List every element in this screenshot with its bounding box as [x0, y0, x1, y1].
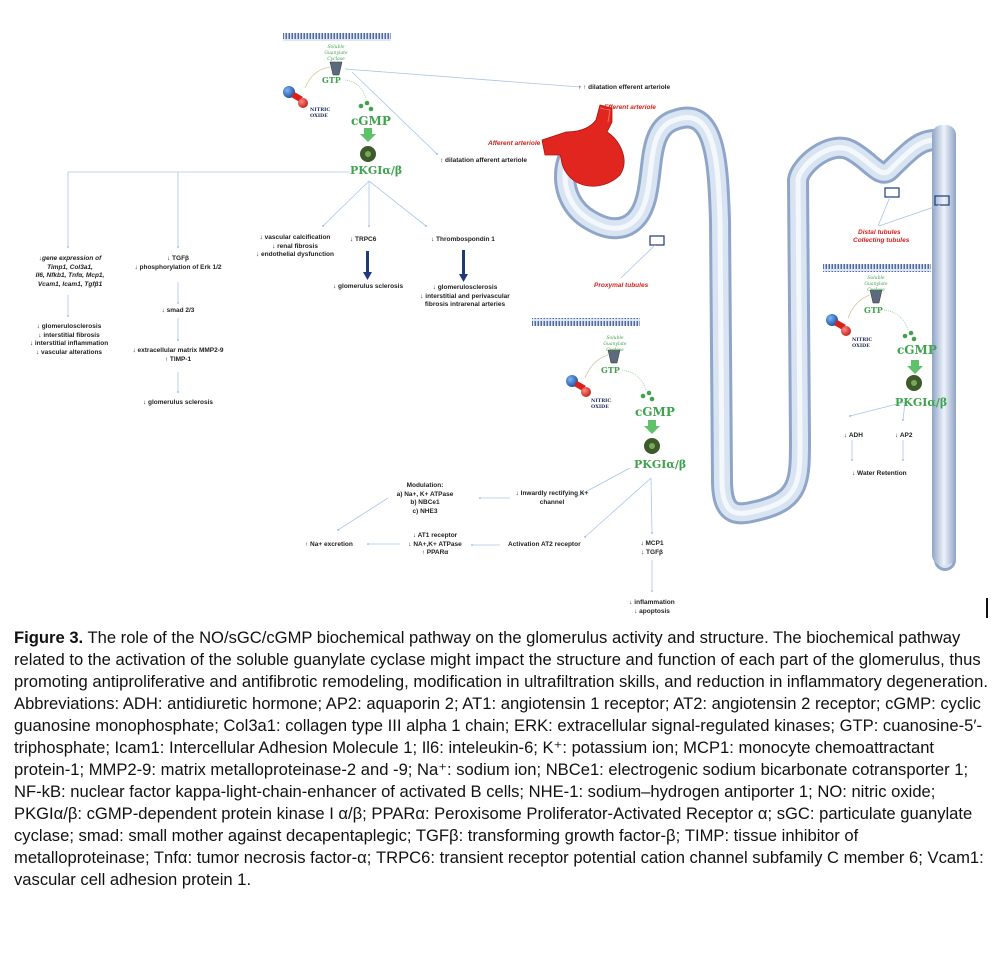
smad-label: ↓ smad 2/3: [161, 307, 195, 314]
proximal-module-graphics: [566, 349, 660, 454]
thrombospondin-label: ↓ Thrombospondin 1: [431, 236, 495, 243]
distal-module-graphics: [826, 289, 923, 391]
gtp-label: GTP: [601, 365, 620, 375]
membrane-distal: [823, 264, 931, 272]
cgmp-label: cGMP: [897, 343, 937, 357]
thick-arrows: [363, 250, 468, 282]
nitric-oxide-label: NITRIC OXIDE: [852, 337, 873, 349]
dilatation-efferent-label: ↑ ↑ dilatation efferent arteriole: [578, 84, 671, 91]
sgc-label: Soluble Guanylate Cyclase: [324, 45, 348, 62]
caption-label: Figure 3.: [14, 628, 84, 647]
mcp1-tgf-text: ↓ MCP1 ↓ TGFβ: [640, 540, 664, 556]
nitric-oxide-label: NITRIC OXIDE: [591, 398, 612, 410]
arrow-down-icon: [459, 274, 468, 282]
text-cursor: [986, 598, 988, 618]
efferent-arteriole-label: Efferent arteriole: [604, 104, 656, 111]
pkg-label: PKGIα/β: [634, 458, 687, 471]
cgmp-dots-icon: [358, 103, 364, 109]
nephron-tubule: [554, 106, 956, 571]
adh-label: ↓ ADH: [844, 432, 863, 439]
dilatation-afferent-label: ↑ dilatation afferent arteriole: [440, 157, 528, 164]
arrow-down-icon: [363, 272, 372, 280]
trpc6-outcome-label: ↓ glomerulus sclerosis: [333, 283, 404, 290]
at1-text: ↓ AT1 receptor ↓ NA+,K+ ATPase ↑ PPARα: [408, 532, 462, 557]
afferent-arteriole-label: Afferent arteriole: [488, 140, 541, 147]
membrane-proximal: [532, 318, 640, 326]
gene-outcomes-text: ↓ glomerulosclerosis ↓ interstitial fibr…: [29, 323, 109, 356]
ecm-text: ↓ extracellular matrix MMP2-9 ↑ TIMP-1: [132, 347, 224, 363]
gtp-label: GTP: [322, 75, 341, 85]
pathway-figure: Soluble Guanylate Cyclase GTP NITRIC OXI…: [29, 33, 956, 615]
inflammation-apoptosis-text: ↓ inflammation ↓ apoptosis: [629, 599, 675, 615]
caption-text: The role of the NO/sGC/cGMP biochemical …: [14, 628, 988, 889]
water-retention-label: ↓ Water Retention: [852, 470, 907, 477]
figure-caption: Figure 3. The role of the NO/sGC/cGMP bi…: [14, 627, 990, 891]
gene-expression-text: ↓gene expression of Timp1, Col3a1, Il6, …: [35, 255, 105, 288]
glomerulus-arterioles: [541, 104, 625, 187]
callout-line: [878, 204, 941, 227]
callout-line: [877, 196, 891, 227]
modulation-text: Modulation: a) Na+, K+ ATPase b) NBCe1 c…: [396, 482, 454, 515]
trpc6-label: ↓ TRPC6: [350, 236, 377, 243]
connector-lines: [67, 68, 906, 592]
na-excretion-label: ↑ Na+ excretion: [305, 541, 353, 548]
membrane-top: [283, 33, 391, 41]
down-arrow-icon: [360, 128, 376, 142]
inward-k-channel-text: ↓ Inwardly rectifying K+ channel: [515, 490, 589, 506]
figure-graphics: [67, 33, 956, 592]
gtp-label: GTP: [864, 305, 883, 315]
top-module-graphics: [283, 61, 376, 162]
cgmp-label: cGMP: [351, 114, 391, 128]
at2-label: Activation AT2 receptor: [508, 541, 581, 548]
sgc-label: Soluble Guanylate Cyclase: [603, 336, 627, 353]
callout-box-proximal: [649, 235, 665, 246]
callout-line: [620, 244, 656, 279]
sgc-icon: [329, 61, 343, 76]
glomerulus-sclerosis-label: ↓ glomerulus sclerosis: [142, 399, 214, 406]
vascular-text: ↓ vascular calcification ↓ renal fibrosi…: [255, 234, 334, 259]
ap2-label: ↓ AP2: [895, 432, 913, 439]
distal-tubules-label: Distal tubules: [858, 229, 901, 236]
nitric-oxide-icon: [283, 86, 295, 98]
nitric-oxide-label: NITRIC OXIDE: [310, 107, 331, 119]
pkg-label: PKGIα/β: [895, 396, 948, 409]
cgmp-label: cGMP: [635, 405, 675, 419]
collecting-tubules-label: Collecting tubules: [853, 237, 910, 244]
callout-box-distal: [884, 187, 900, 198]
thrombospondin-outcomes: ↓ glomerulosclerosis ↓ interstitial and …: [420, 284, 510, 309]
callout-box-collecting: [934, 195, 950, 206]
sgc-label: Soluble Guanylate Cyclase: [864, 276, 888, 293]
tgf-text: ↓ TGFβ ↓ phosphorylation of Erk 1/2: [134, 255, 222, 271]
pkg-label: PKGIα/β: [350, 164, 403, 177]
collecting-duct: [932, 125, 956, 565]
proximal-tubules-label: Proxymal tubules: [594, 282, 649, 289]
